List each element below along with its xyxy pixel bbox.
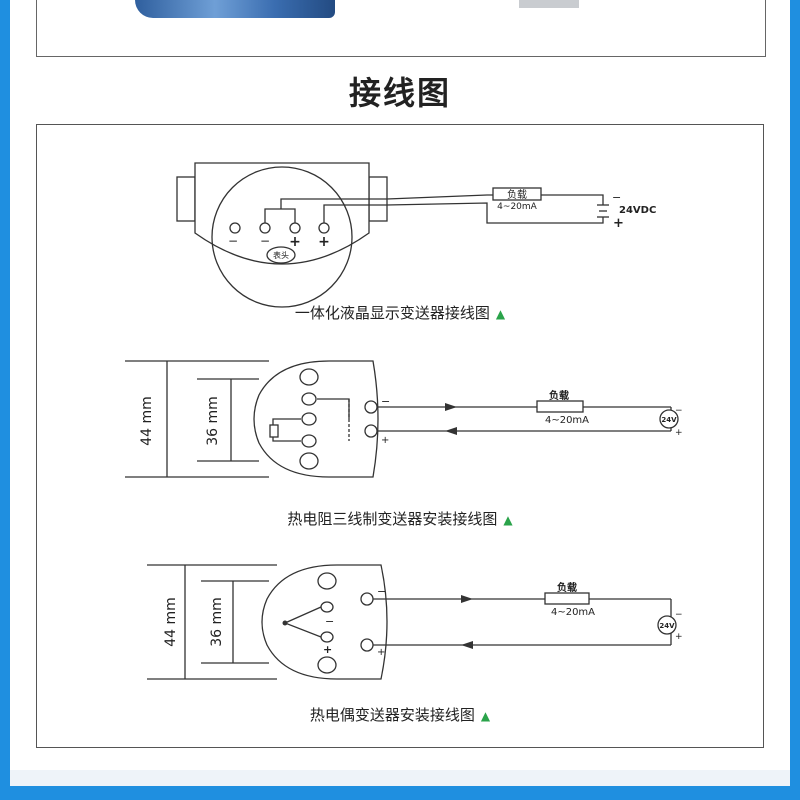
triangle-up-icon: ▲ [495,307,506,321]
lcd-transmitter-diagram [176,162,609,308]
rtd-dim-outer-label: 44 mm [139,396,155,446]
rtd-dim-inner-label: 36 mm [205,396,221,446]
rtd-transmitter-diagram [125,360,679,478]
left-gland [176,176,196,222]
tc-junction-plus: + [323,643,332,656]
rtd-load-label: 负载 [549,389,569,402]
rtd-terminal-a [301,392,317,406]
rtd-supply-source [659,409,679,429]
tc-load-label: 负载 [557,581,577,594]
terminal-1 [229,222,241,234]
rtd-mount-hole-top [299,368,319,386]
lcd-terminal-label-1: − [228,234,238,248]
lcd-current-label: 4~20mA [497,202,537,212]
tc-supply-label: 24V [659,622,675,630]
wiring-diagram-svg: 负载 4~20mA 24VDC − + − − + + 表头 [125,162,683,680]
tc-housing [261,564,388,680]
lcd-supply-plus: + [613,216,624,231]
internal-wire-a [264,208,296,223]
rtd-terminal-b [301,412,317,426]
tc-current-label: 4~20mA [551,607,595,618]
device-photo [135,0,335,18]
tc-load-resistor [544,592,590,605]
internal-wire-b [280,198,387,209]
rtd-supply-plus: + [675,428,683,438]
tc-supply-minus: − [675,610,683,620]
lcd-load-label: 负载 [507,188,527,201]
rtd-arrow-right [445,403,457,411]
right-blue-border [790,0,800,800]
rtd-wire-2 [272,437,301,442]
product-photo-frame [36,0,766,57]
caption-rtd-text: 热电阻三线制变送器安装接线图 [287,510,498,528]
tc-mount-hole-bottom [317,656,337,674]
tc-arrow-right [461,595,473,603]
lcd-terminal-label-2: − [260,234,270,248]
rtd-supply-label: 24V [661,416,677,424]
wiring-diagram-frame: 负载 4~20mA 24VDC − + − − + + 表头 [36,124,764,748]
tc-terminal-b [320,631,334,643]
lcd-supply-label: 24VDC [619,205,656,216]
rtd-terminal-minus-label: − [381,395,390,408]
caption-rtd: 热电阻三线制变送器安装接线图 ▲ [0,508,800,529]
rtd-load-resistor [536,400,584,413]
device-photo-secondary [519,0,579,8]
tc-junction-minus: − [325,615,334,628]
internal-wire-c [323,204,387,223]
cable-top [386,194,604,205]
load-resistor [492,187,542,201]
tc-dim-inner-label: 36 mm [209,597,225,647]
caption-tc-text: 热电偶变送器安装接线图 [309,706,475,724]
rtd-supply-minus: − [675,406,683,416]
tc-supply-source [657,615,677,635]
cable-bottom [386,202,604,224]
bottom-blue-border [0,786,800,800]
caption-lcd-text: 一体化液晶显示变送器接线图 [294,304,490,322]
section-heading: 接线图 [348,74,451,112]
tc-terminal-minus-label: − [377,585,386,598]
lcd-terminal-label-3: + [289,234,301,250]
triangle-up-icon: ▲ [480,709,491,723]
caption-tc: 热电偶变送器安装接线图 ▲ [0,704,800,725]
lcd-inner-circle [211,166,353,308]
tc-supply-plus: + [675,632,683,642]
triangle-up-icon: ▲ [503,513,513,527]
lcd-meter-label: 表头 [273,250,289,260]
rtd-mount-hole-bottom [299,452,319,470]
bottom-strip [10,770,790,786]
rtd-current-label: 4~20mA [545,415,589,426]
rtd-terminal-plus-label: + [381,435,389,446]
meter-head [266,246,296,264]
lcd-terminal-label-4: + [318,234,330,250]
tc-junction-point [282,620,288,626]
caption-lcd: 一体化液晶显示变送器接线图 ▲ [0,302,800,323]
tc-mount-hole-top [317,572,337,590]
tc-dim-outer-label: 44 mm [163,597,179,647]
left-blue-border [0,0,10,800]
tc-arrow-left [461,641,473,649]
rtd-terminal-c [301,434,317,448]
lcd-housing [194,162,370,265]
tc-terminal-plus-label: + [377,647,385,658]
lcd-supply-minus: − [612,191,621,204]
rtd-resistor [269,424,279,438]
tc-transmitter-diagram [147,564,677,680]
rtd-arrow-left [445,427,457,435]
